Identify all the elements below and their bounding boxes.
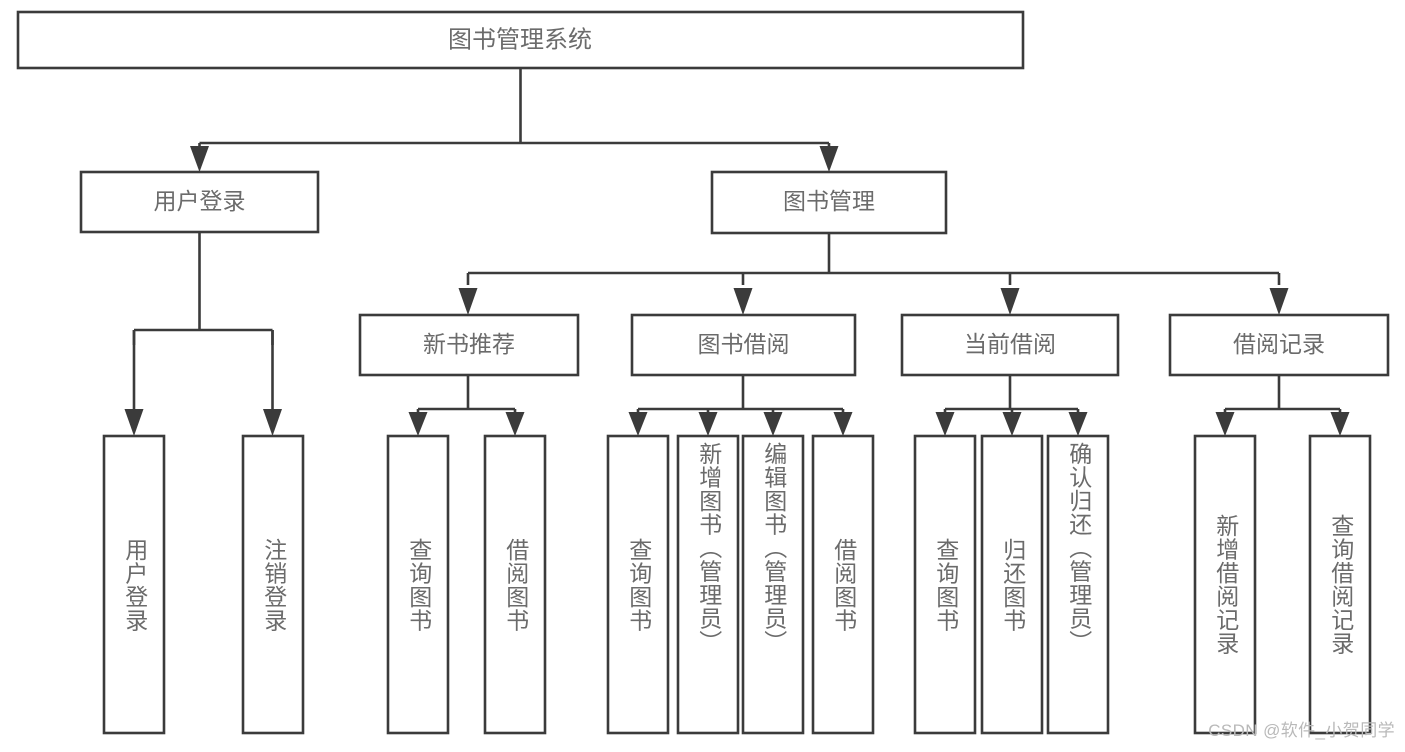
leaf-user-login-box[interactable] (102, 434, 166, 735)
arrow-down-icon (124, 409, 144, 436)
arrow-down-icon (833, 412, 853, 436)
arrow-down-icon (763, 412, 783, 436)
leaf-add-borrow-record-box[interactable] (1193, 434, 1257, 735)
node-current-borrow-label: 当前借阅 (964, 331, 1056, 357)
node-book-borrow-label: 图书借阅 (698, 331, 790, 357)
node-user-login-box[interactable] (79, 170, 320, 234)
leaf-query-borrow-record-box[interactable] (1308, 434, 1372, 735)
arrow-down-icon (698, 412, 718, 436)
connector-book-mgmt-to-level2 (458, 233, 1289, 315)
leaf-query-book-recommend-box[interactable] (386, 434, 450, 735)
node-book-management-label: 图书管理 (783, 188, 875, 214)
leaf-edit-book-box[interactable] (741, 434, 805, 735)
connector-user-login-to-leaves (124, 232, 282, 436)
leaf-confirm-return-box[interactable] (1046, 434, 1110, 735)
node-new-book-recommend-box[interactable] (358, 313, 580, 377)
arrow-down-icon (819, 146, 839, 172)
connector-root-to-level1 (190, 68, 839, 172)
arrow-down-icon (733, 288, 753, 315)
leaf-query-book-borrow-box[interactable] (606, 434, 670, 735)
leaf-query-book-current-box[interactable] (913, 434, 977, 735)
arrow-down-icon (628, 412, 648, 436)
leaf-logout-box[interactable] (241, 434, 305, 735)
node-book-management-box[interactable] (710, 170, 948, 235)
connector-borrow-record-to-leaves (1215, 375, 1350, 436)
arrow-down-icon (458, 288, 478, 315)
leaf-add-book-box[interactable] (676, 434, 740, 735)
connector-current-borrow-to-leaves (935, 375, 1088, 436)
leaf-borrow-book-recommend-box[interactable] (483, 434, 547, 735)
node-user-login-label: 用户登录 (154, 188, 246, 214)
arrow-down-icon (263, 409, 282, 436)
connector-new-book-to-leaves (408, 375, 525, 436)
arrow-down-icon (1002, 412, 1022, 436)
leaf-return-book-box[interactable] (980, 434, 1044, 735)
connector-book-borrow-to-leaves (628, 375, 853, 436)
node-book-borrow-box[interactable] (630, 313, 857, 377)
node-root-label: 图书管理系统 (448, 26, 592, 53)
arrow-down-icon (190, 146, 209, 172)
arrow-down-icon (1330, 412, 1350, 436)
leaf-borrow-book-box[interactable] (811, 434, 875, 735)
arrow-down-icon (1068, 412, 1088, 436)
node-borrow-record-label: 借阅记录 (1233, 331, 1325, 357)
csdn-watermark: CSDN @软件_小贺同学 (1208, 721, 1395, 740)
arrow-down-icon (1215, 412, 1235, 436)
arrow-down-icon (505, 412, 525, 436)
arrow-down-icon (1269, 288, 1289, 315)
node-current-borrow-box[interactable] (900, 313, 1120, 377)
node-new-book-recommend-label: 新书推荐 (423, 331, 515, 357)
arrow-down-icon (1000, 288, 1020, 315)
node-borrow-record-box[interactable] (1168, 313, 1390, 377)
arrow-down-icon (408, 412, 428, 436)
node-root-box[interactable] (16, 10, 1025, 70)
arrow-down-icon (935, 412, 955, 436)
